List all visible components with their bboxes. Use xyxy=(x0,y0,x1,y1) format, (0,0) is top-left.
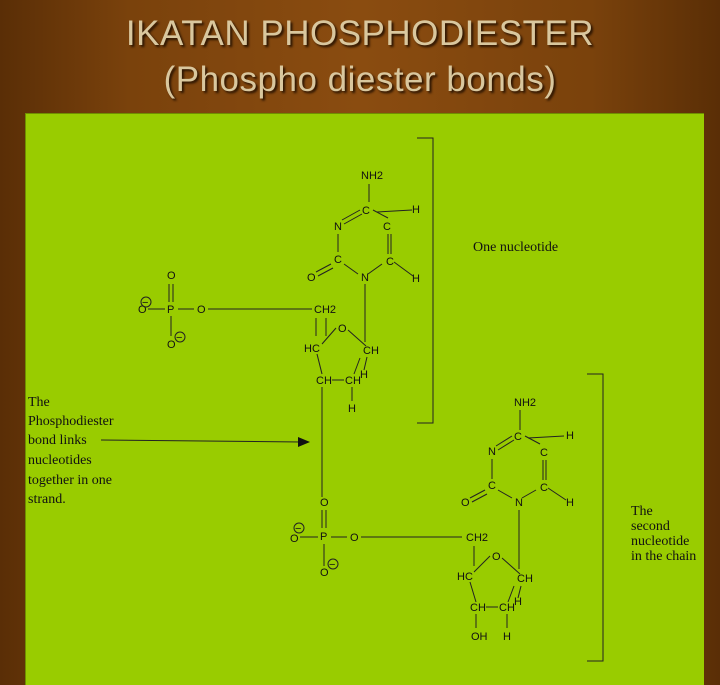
atom-h: H xyxy=(348,403,356,415)
atom-c: C xyxy=(540,447,548,459)
atom-hc: HC xyxy=(457,571,473,583)
svg-text:second: second xyxy=(631,519,670,534)
phosphate-1: O P O − O O − xyxy=(138,270,312,351)
atom-p: P xyxy=(320,531,327,543)
slide-title: IKATAN PHOSPHODIESTER xyxy=(125,14,595,53)
atom-ch: CH xyxy=(499,602,515,614)
atom-hc: HC xyxy=(304,343,320,355)
link-arrow xyxy=(100,439,302,443)
sugar-2: CH2 O HC CH H CH CH OH H xyxy=(457,532,533,643)
atom-o: O xyxy=(290,533,299,545)
sugar-1: CH2 O HC CH H CH CH H xyxy=(304,304,379,497)
atom-h: H xyxy=(360,369,368,381)
label-second-nucleotide: The second nucleotide in the chain xyxy=(631,504,696,564)
atom-o: O xyxy=(320,497,329,509)
atom-o: O xyxy=(307,272,316,284)
atom-h: H xyxy=(503,631,511,643)
charge-minus: − xyxy=(295,523,301,535)
atom-o: O xyxy=(492,551,501,563)
atom-o: O xyxy=(197,304,206,316)
atom-c: C xyxy=(540,482,548,494)
atom-n: N xyxy=(334,221,342,233)
atom-n: N xyxy=(515,497,523,509)
atom-h: H xyxy=(566,497,574,509)
atom-n: N xyxy=(361,272,369,284)
svg-text:bond links: bond links xyxy=(28,433,87,448)
atom-n: N xyxy=(488,446,496,458)
bracket-one-nucleotide xyxy=(417,137,434,424)
svg-text:The: The xyxy=(631,504,653,519)
atom-ch: CH xyxy=(470,602,486,614)
svg-text:Phosphodiester: Phosphodiester xyxy=(28,414,114,429)
diagram-panel: NH2 C C H N C C H N O O P O − O xyxy=(25,113,704,685)
atom-o: O xyxy=(338,323,347,335)
atom-o: O xyxy=(167,339,176,351)
charge-minus: − xyxy=(142,297,148,309)
svg-text:in the chain: in the chain xyxy=(631,549,696,564)
atom-c: C xyxy=(334,254,342,266)
charge-minus: − xyxy=(329,559,335,571)
atom-ch2: CH2 xyxy=(466,532,488,544)
label-phosphodiester-link: The Phosphodiester bond links nucleotide… xyxy=(28,395,114,507)
atom-o: O xyxy=(167,270,176,282)
atom-h: H xyxy=(566,430,574,442)
atom-o: O xyxy=(320,567,329,579)
base-2: NH2 C C H N C C H N O xyxy=(461,397,574,569)
atom-c: C xyxy=(514,431,522,443)
atom-c: C xyxy=(383,221,391,233)
atom-nh2: NH2 xyxy=(514,397,536,409)
atom-c: C xyxy=(362,205,370,217)
atom-o: O xyxy=(461,497,470,509)
atom-p: P xyxy=(167,304,174,316)
atom-oh: OH xyxy=(471,631,488,643)
phosphate-2: O P O − O O − xyxy=(290,497,462,579)
label-one-nucleotide: One nucleotide xyxy=(473,240,558,255)
svg-text:nucleotide: nucleotide xyxy=(631,534,689,549)
atom-c: C xyxy=(386,256,394,268)
atom-h: H xyxy=(412,204,420,216)
bracket-second-nucleotide xyxy=(587,373,604,662)
atom-ch: CH xyxy=(363,345,379,357)
atom-ch: CH xyxy=(517,573,533,585)
slide-subtitle: (Phospho diester bonds) xyxy=(163,60,557,99)
base-1: NH2 C C H N C C H N O xyxy=(307,170,420,342)
atom-ch2: CH2 xyxy=(314,304,336,316)
atom-nh2: NH2 xyxy=(361,170,383,182)
atom-ch: CH xyxy=(345,375,361,387)
atom-o: O xyxy=(138,304,147,316)
atom-ch: CH xyxy=(316,375,332,387)
atom-h: H xyxy=(514,596,522,608)
svg-text:The: The xyxy=(28,395,50,410)
atom-h: H xyxy=(412,273,420,285)
svg-text:strand.: strand. xyxy=(28,492,66,507)
atom-c: C xyxy=(488,480,496,492)
charge-minus: − xyxy=(176,332,182,344)
atom-o: O xyxy=(350,532,359,544)
svg-text:nucleotides: nucleotides xyxy=(28,453,92,468)
phosphodiester-diagram: NH2 C C H N C C H N O O P O − O xyxy=(28,137,696,662)
svg-text:together in one: together in one xyxy=(28,473,112,488)
arrow-head-icon xyxy=(298,437,310,447)
